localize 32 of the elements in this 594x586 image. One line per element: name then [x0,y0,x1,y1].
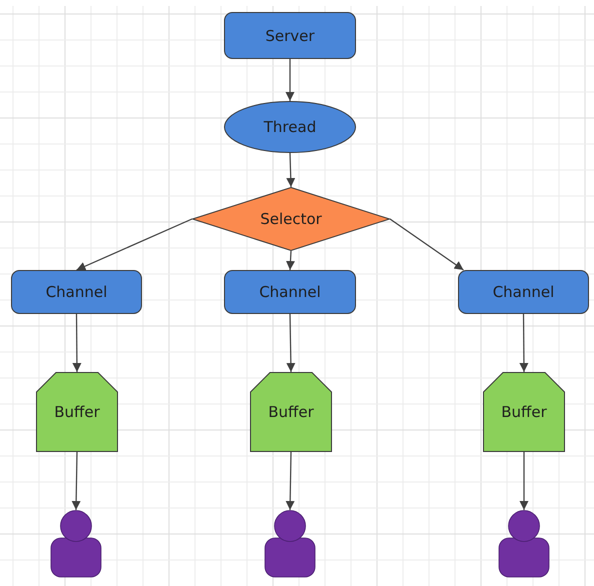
node-label: Buffer [268,403,314,421]
buffer-shape [36,372,118,452]
person-icon [51,510,101,577]
decision-diamond [192,187,390,251]
node-label: Channel [46,283,108,301]
arrow [286,59,294,101]
arrow [286,250,295,270]
node-label: Buffer [501,403,547,421]
process-box [11,270,142,314]
arrow [520,452,528,510]
person-icon [499,510,549,577]
buffer-shape [250,372,332,452]
arrow [286,152,296,188]
person-icon [265,510,315,577]
arrow [76,218,192,271]
node-label: Buffer [54,403,100,421]
process-box [224,12,356,59]
arrow [72,314,82,372]
arrow [519,314,528,372]
arrow [286,314,296,372]
node-label: Channel [492,283,554,301]
node-label: Thread [264,118,316,136]
node-label: Channel [259,283,321,301]
node-label: Server [265,26,315,44]
process-box [224,270,356,314]
arrow [390,218,464,270]
arrow [72,452,81,510]
arrow [286,452,295,510]
process-ellipse [224,101,356,153]
process-box [458,270,589,314]
buffer-shape [483,372,565,452]
node-label: Selector [260,210,322,228]
